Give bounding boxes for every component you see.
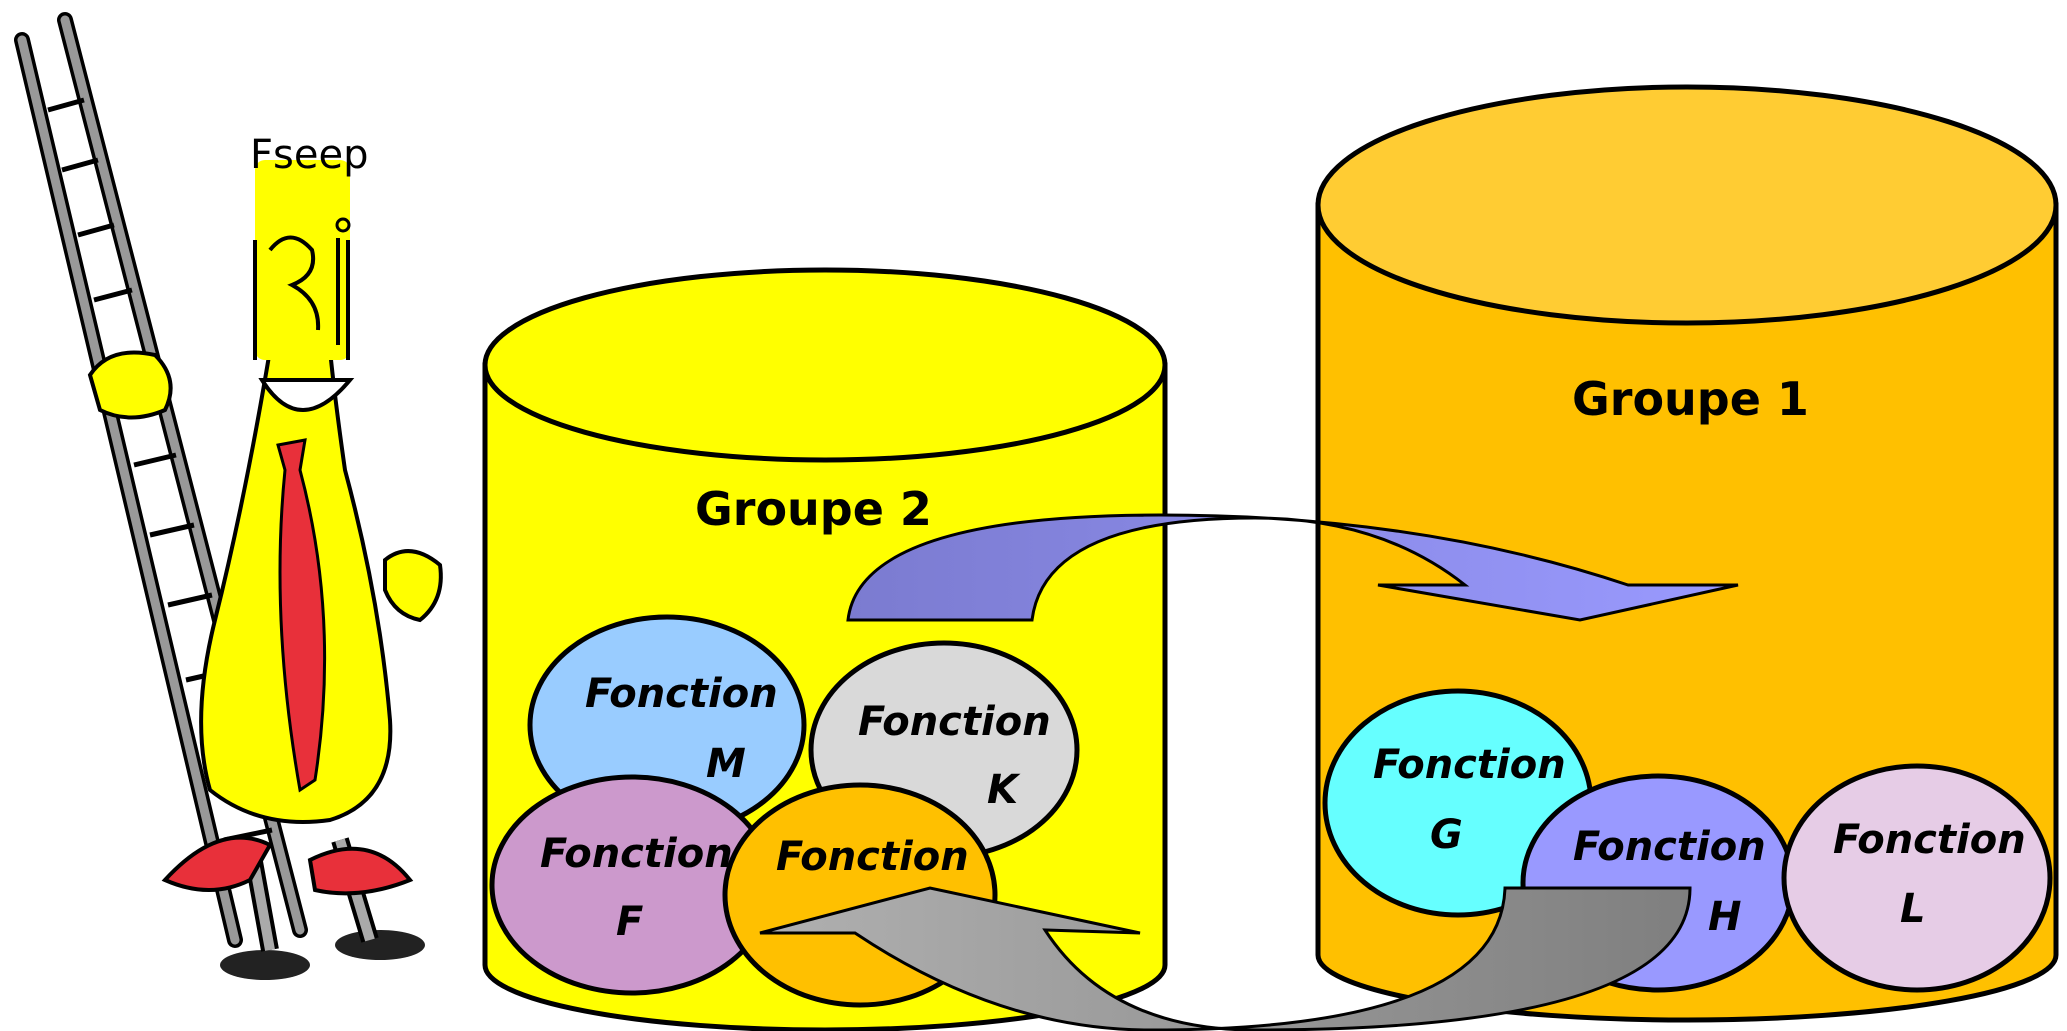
function-f-bubble: Fonction F (489, 774, 775, 996)
groupe-1-top (1315, 84, 2059, 326)
function-l-bubble: Fonction L (1781, 763, 2053, 993)
svg-text:Fonction: Fonction (540, 831, 733, 877)
svg-text:K: K (987, 767, 1021, 813)
svg-text:H: H (1708, 894, 1741, 940)
groupe-2-top (482, 267, 1168, 463)
groupe-2-label: Groupe 2 (695, 482, 932, 536)
svg-text:M: M (706, 741, 746, 787)
svg-text:G: G (1430, 812, 1463, 858)
groupe-1-label: Groupe 1 (1572, 372, 1809, 426)
svg-text:Fonction: Fonction (585, 671, 778, 717)
svg-text:Fonction: Fonction (1833, 817, 2026, 863)
svg-text:Fonction: Fonction (1573, 824, 1766, 870)
mascot-illustration: Fseep (14, 12, 443, 980)
svg-text:Fonction: Fonction (858, 699, 1051, 745)
svg-text:Fonction: Fonction (1373, 742, 1566, 788)
arrow-move-to-groupe-2 (759, 886, 1692, 1031)
mascot-logo-text: Fseep (250, 132, 368, 178)
arrow-move-to-groupe-1 (846, 513, 1739, 622)
svg-text:Fonction: Fonction (776, 834, 969, 880)
svg-text:L: L (1900, 886, 1926, 932)
svg-text:F: F (616, 899, 643, 945)
